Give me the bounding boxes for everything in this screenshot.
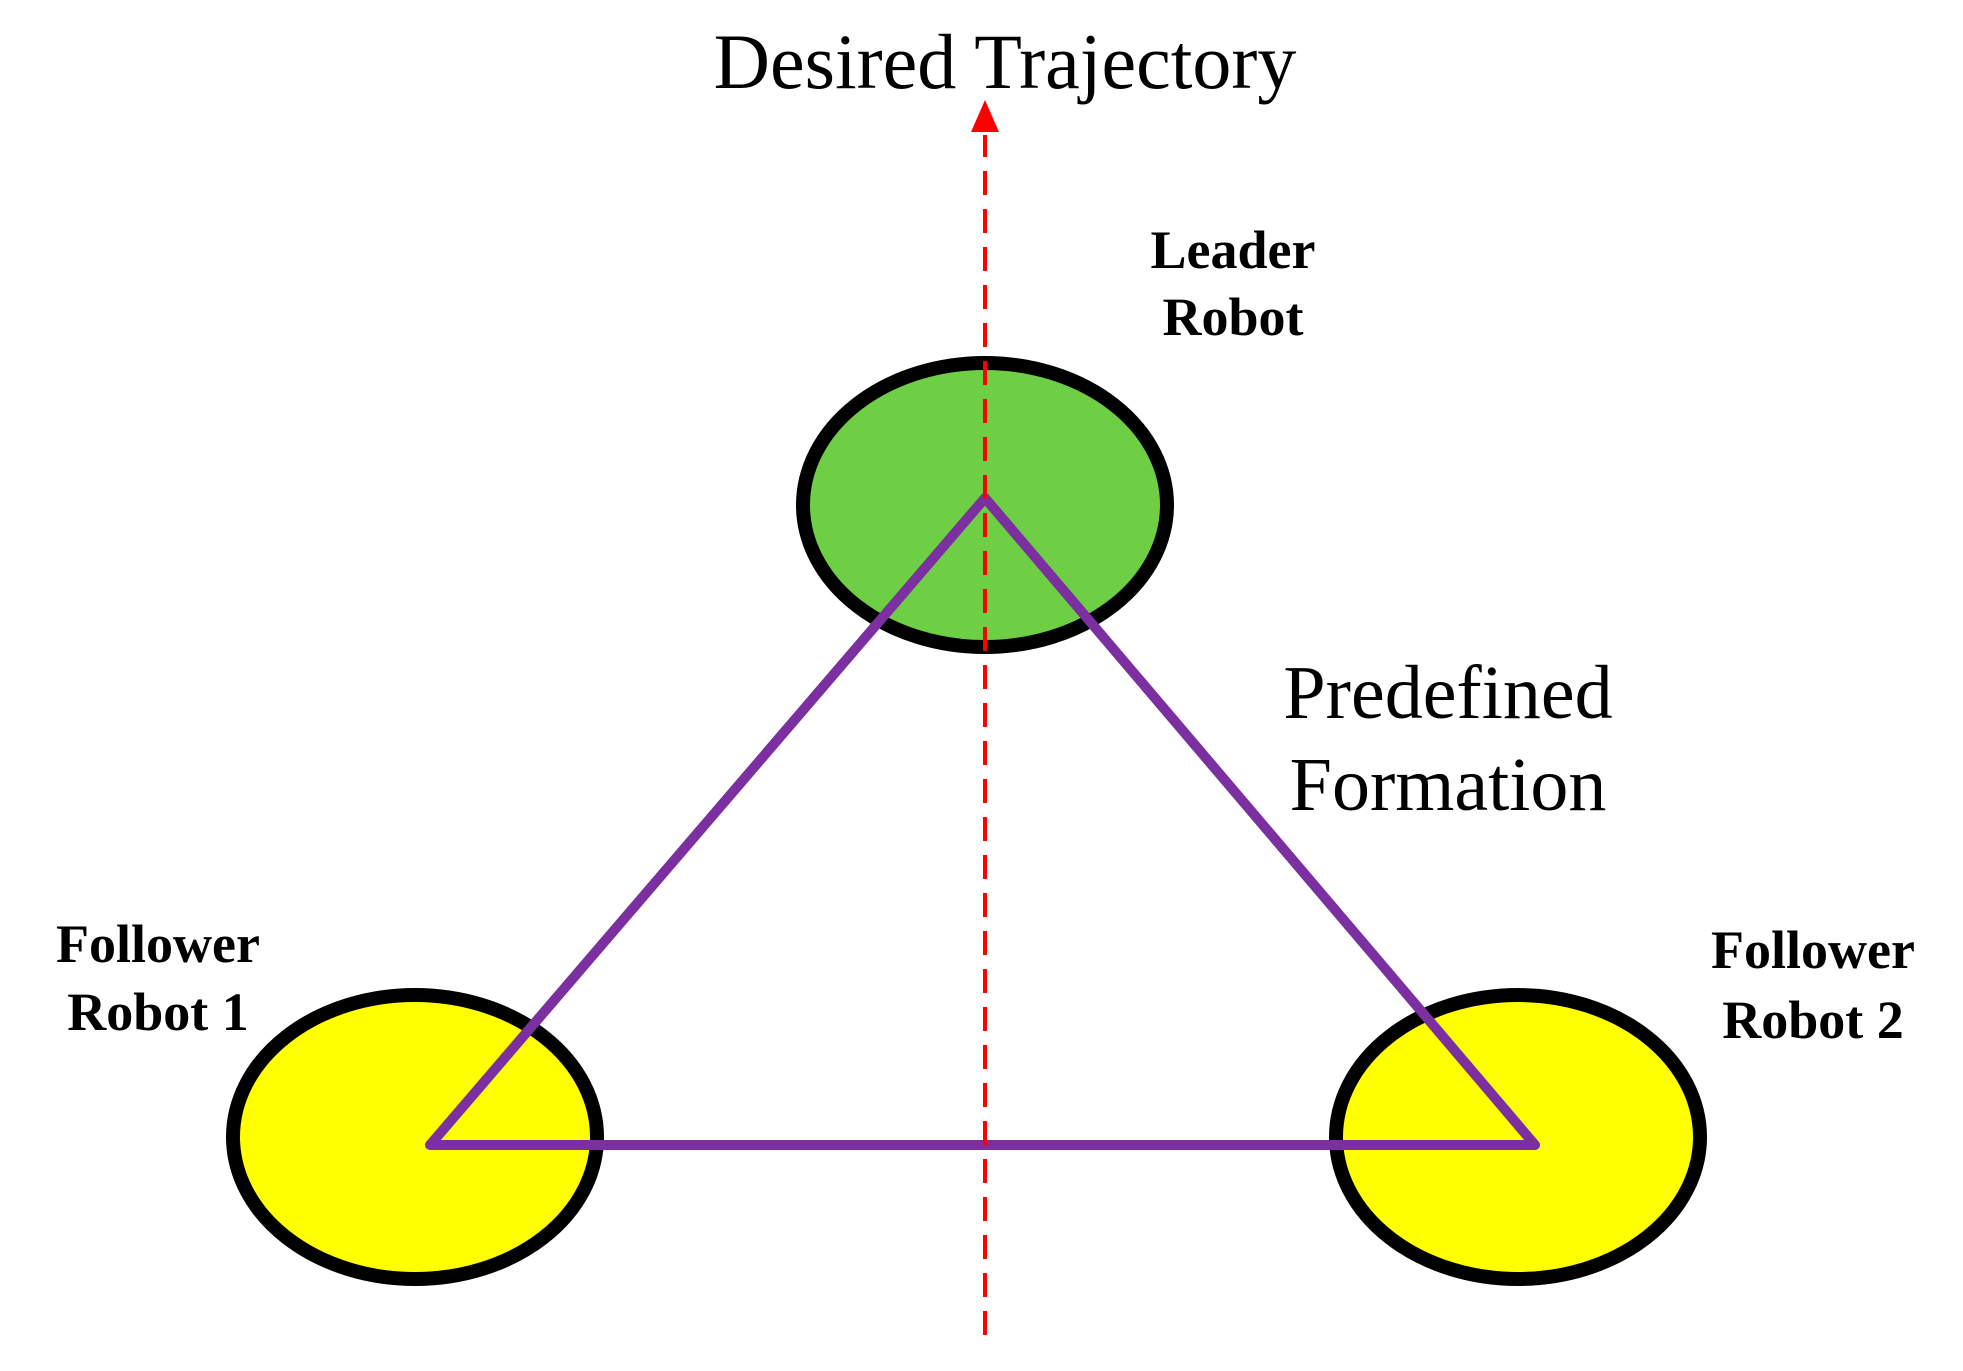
follower-robot-1-label-line1: Follower bbox=[56, 914, 260, 974]
follower-robot-2-label-line1: Follower bbox=[1711, 920, 1915, 980]
follower-robot-1-circle bbox=[226, 988, 604, 1286]
leader-robot-label-line2: Robot bbox=[1162, 287, 1303, 347]
formation-triangle bbox=[425, 493, 1540, 1150]
predefined-formation-label-line1: Predefined bbox=[1283, 651, 1612, 735]
predefined-formation-label-line2: Formation bbox=[1290, 743, 1607, 827]
trajectory-arrowhead-icon bbox=[971, 100, 999, 132]
leader-robot-label-line1: Leader bbox=[1151, 220, 1316, 280]
follower-robot-2-label-line2: Robot 2 bbox=[1722, 990, 1904, 1050]
follower-robot-2-circle bbox=[1329, 988, 1707, 1286]
follower-robot-1-label-line2: Robot 1 bbox=[67, 982, 249, 1042]
desired-trajectory-label: Desired Trajectory bbox=[714, 18, 1297, 105]
